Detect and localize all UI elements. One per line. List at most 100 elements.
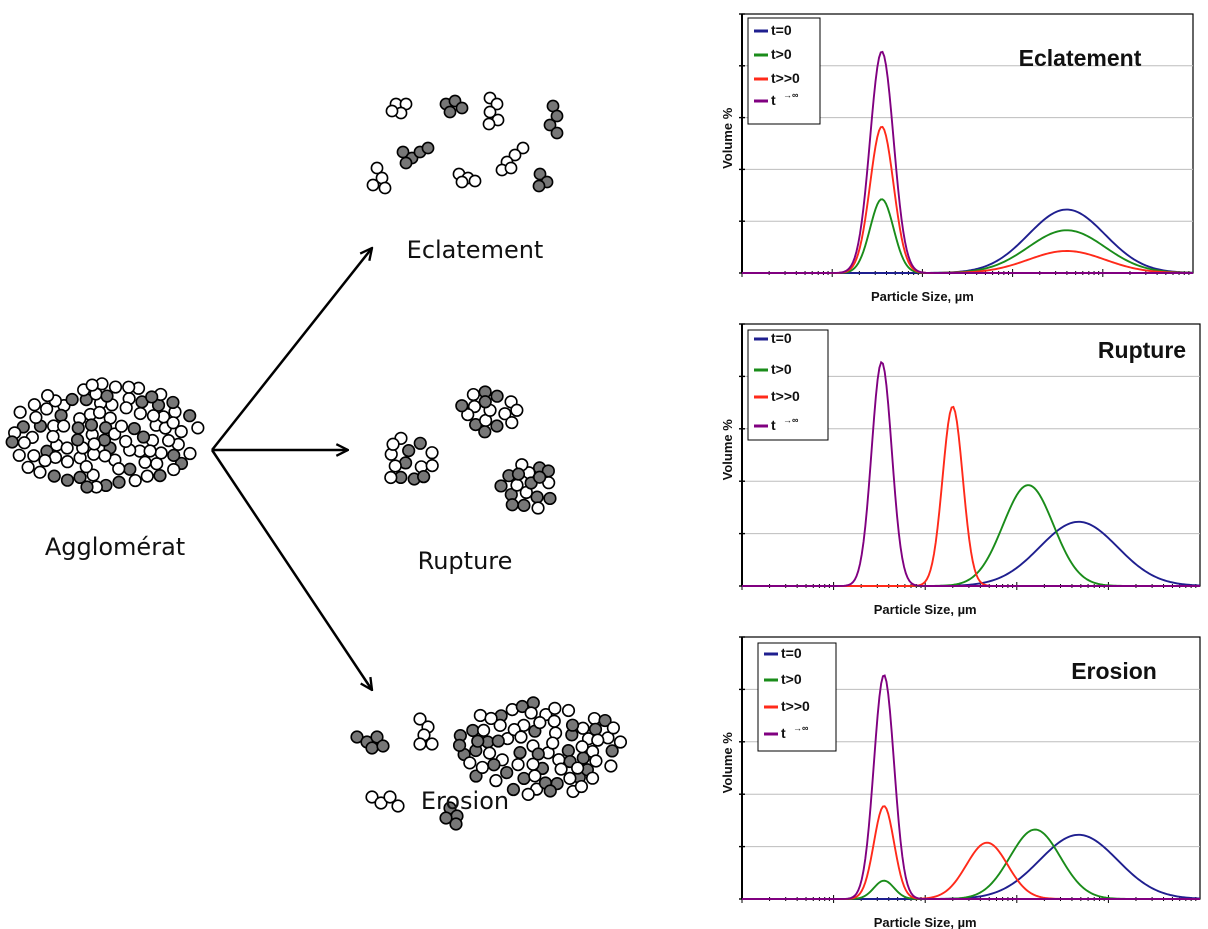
particle xyxy=(550,109,564,123)
particle xyxy=(490,419,504,433)
legend-superscript: →∞ xyxy=(793,723,809,733)
particle xyxy=(548,701,562,715)
particle xyxy=(417,470,431,484)
legend-item: t→∞ xyxy=(764,723,809,741)
particle xyxy=(489,774,503,788)
legend-label: t=0 xyxy=(781,645,802,661)
particle xyxy=(38,454,52,468)
particle xyxy=(449,817,463,831)
particle xyxy=(154,446,168,460)
particle xyxy=(494,479,508,493)
particle xyxy=(589,754,603,768)
particle xyxy=(591,733,605,747)
particle xyxy=(530,490,544,504)
particle xyxy=(466,723,480,738)
particle xyxy=(114,419,129,433)
particle xyxy=(402,444,416,458)
particle xyxy=(374,796,388,810)
particle xyxy=(468,174,482,188)
particle xyxy=(27,398,41,412)
particle xyxy=(425,737,439,751)
legend-label: t>0 xyxy=(771,46,792,62)
particle xyxy=(531,501,545,515)
particle xyxy=(413,436,427,450)
particle xyxy=(508,148,522,162)
particle xyxy=(514,730,528,744)
particle xyxy=(370,161,384,175)
particle xyxy=(127,421,141,436)
particle xyxy=(119,401,133,415)
particle xyxy=(85,378,99,392)
particle xyxy=(493,718,507,732)
particle xyxy=(167,462,181,477)
particle xyxy=(504,161,518,175)
legend-label: t xyxy=(771,417,776,433)
particle xyxy=(166,395,180,410)
particle xyxy=(370,730,384,744)
particle xyxy=(98,449,112,463)
particle xyxy=(547,714,561,728)
particle xyxy=(140,469,154,483)
legend-item: t=0 xyxy=(754,22,792,38)
legend-superscript: →∞ xyxy=(783,415,799,425)
series-line xyxy=(742,360,1200,587)
particle xyxy=(478,425,492,439)
particle xyxy=(531,747,545,761)
erosion-label: Erosion xyxy=(421,787,509,815)
particle xyxy=(561,744,575,758)
particle xyxy=(455,175,469,189)
legend-item: t>>0 xyxy=(754,388,800,404)
particle xyxy=(191,421,205,435)
particle xyxy=(605,744,619,758)
legend-item: t →∞ xyxy=(754,415,799,433)
particle xyxy=(41,389,55,403)
particle xyxy=(528,769,542,783)
particle xyxy=(21,460,35,474)
particle xyxy=(108,380,123,394)
particle xyxy=(70,433,85,447)
particle xyxy=(587,711,601,726)
particle xyxy=(33,465,47,479)
legend-label: t>>0 xyxy=(781,698,810,714)
particle xyxy=(461,407,475,422)
particle xyxy=(122,380,136,394)
particle xyxy=(365,790,379,804)
rupture-fragments xyxy=(384,385,557,515)
particle xyxy=(421,141,435,155)
particle xyxy=(29,410,43,425)
particle xyxy=(366,178,380,192)
particle xyxy=(473,708,487,723)
erosion-fragments xyxy=(350,696,628,831)
legend-item: t>0 xyxy=(754,46,792,62)
particle xyxy=(491,734,505,748)
legend-label: t>0 xyxy=(781,671,802,687)
particle xyxy=(510,403,524,417)
legend-label: t>>0 xyxy=(771,70,800,86)
legend-superscript: →∞ xyxy=(783,90,799,100)
particle xyxy=(521,787,535,801)
eclatement-fragments xyxy=(366,91,564,195)
legend-label: t=0 xyxy=(771,22,792,38)
particle xyxy=(40,402,54,416)
particle xyxy=(511,467,526,481)
particle xyxy=(511,757,525,772)
particle xyxy=(574,779,589,794)
particle xyxy=(598,713,612,728)
legend-item: t>0 xyxy=(764,671,802,687)
arrow-to-erosion xyxy=(210,449,372,690)
particle xyxy=(533,716,547,730)
particle xyxy=(87,437,101,451)
particle xyxy=(475,760,489,775)
legend-item: t>>0 xyxy=(764,698,810,714)
particle xyxy=(455,101,469,115)
particle xyxy=(543,491,557,506)
y-axis-label: Volume % xyxy=(720,107,735,169)
legend-label: t>0 xyxy=(771,361,792,377)
particle xyxy=(546,736,560,750)
x-axis-label: Particle Size, µm xyxy=(874,602,977,617)
legend-box xyxy=(747,329,829,441)
particle xyxy=(80,480,94,494)
particle xyxy=(86,468,100,482)
particle xyxy=(482,117,496,131)
